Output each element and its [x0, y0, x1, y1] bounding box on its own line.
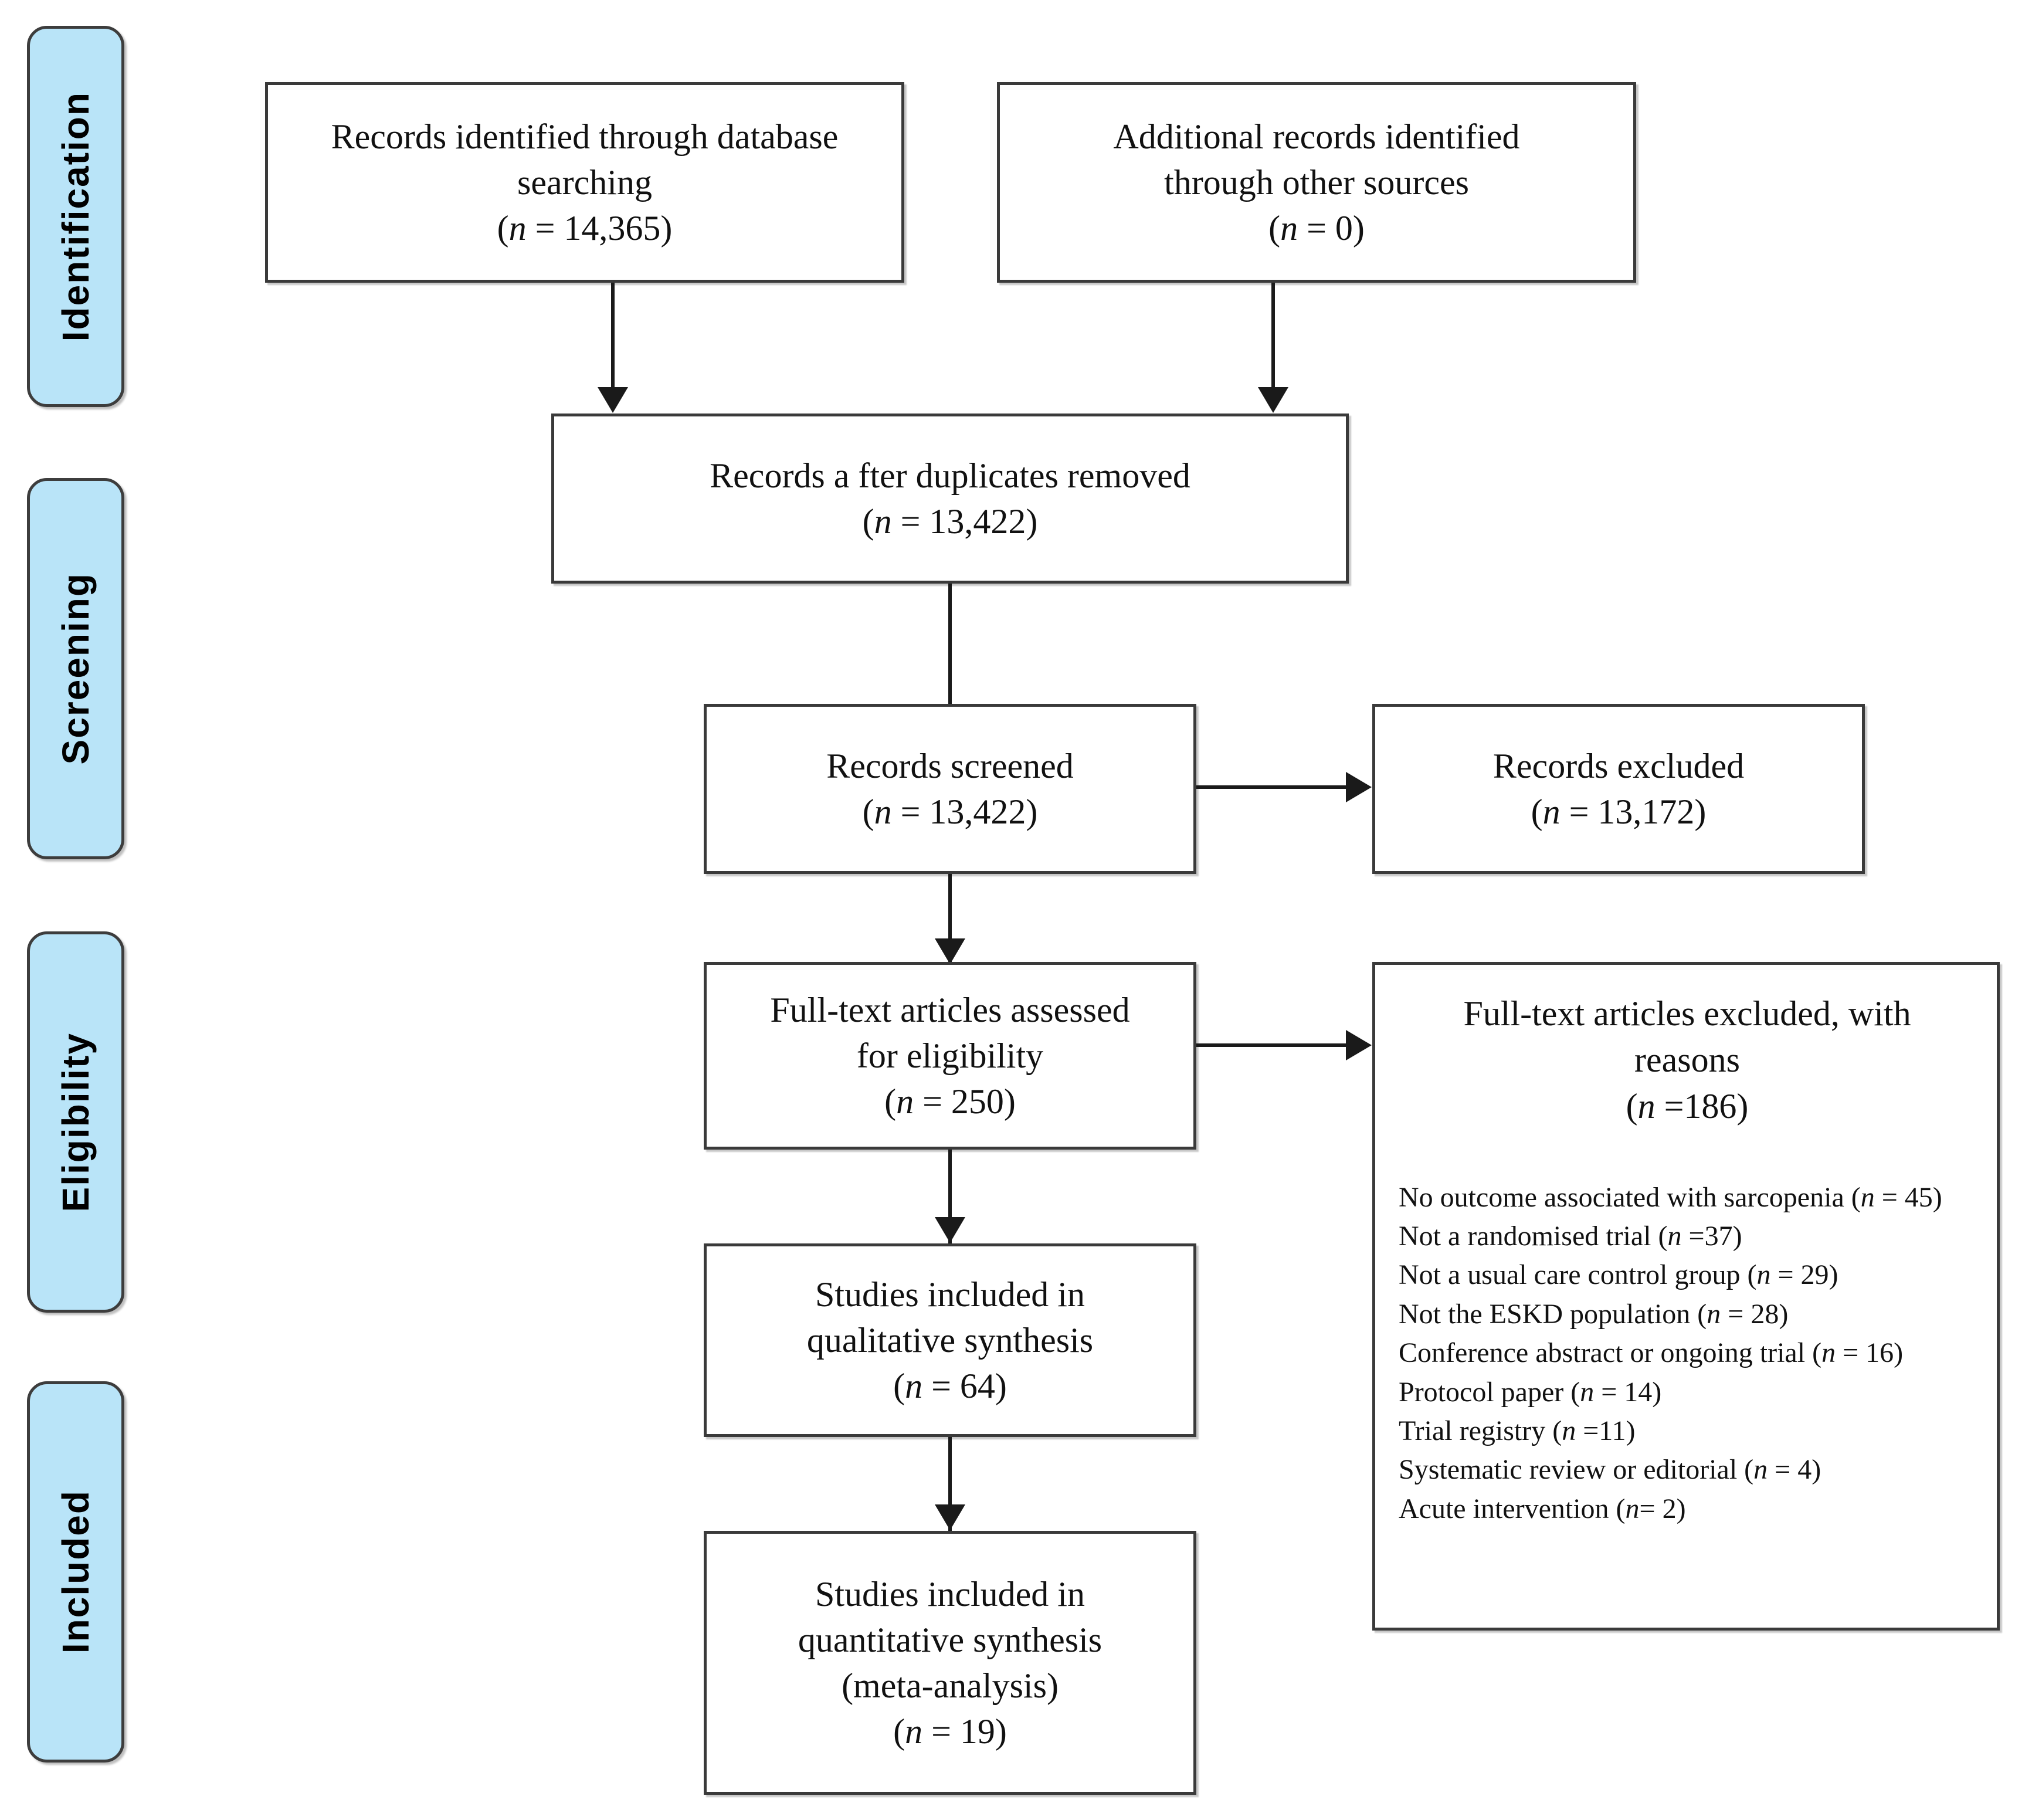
arrowhead-fulltext-to-qualitative — [935, 1217, 965, 1243]
box-fulltext-excluded-count: (n =186) — [1626, 1087, 1749, 1126]
connector-fulltext-to-qualitative — [948, 1150, 952, 1252]
exclusion-reason-item: Systematic review or editorial (n = 4) — [1399, 1454, 1821, 1486]
arrowhead-fulltext-to-excluded-reasons — [1346, 1030, 1372, 1060]
box-fulltext-assessed-line-1: Full-text articles assessed — [770, 991, 1130, 1029]
connector-qualitative-to-quantitative — [948, 1437, 952, 1540]
stage-tab-identification-label: Identification — [55, 91, 97, 342]
box-fulltext-assessed-count: (n = 250) — [884, 1082, 1016, 1121]
stage-tab-screening: Screening — [27, 478, 124, 859]
arrowhead-screened-to-excluded — [1346, 772, 1372, 802]
box-database-search-line-1: Records identified through database — [331, 117, 839, 156]
box-duplicates-removed-line-1: Records a fter duplicates removed — [710, 456, 1190, 495]
box-quantitative-line-1: Studies included in — [815, 1575, 1085, 1614]
box-records-identified-database: Records identified through database sear… — [265, 82, 904, 283]
box-qualitative-count: (n = 64) — [893, 1367, 1007, 1405]
exclusion-reason-item: Not a usual care control group (n = 29) — [1399, 1259, 1838, 1291]
connector-fulltext-to-excluded-reasons — [1196, 1043, 1366, 1047]
box-quantitative-line-3: (meta-analysis) — [842, 1666, 1059, 1705]
stage-tab-identification: Identification — [27, 26, 124, 407]
box-qualitative-line-2: qualitative synthesis — [806, 1321, 1094, 1360]
box-database-search-count: (n = 14,365) — [497, 209, 673, 248]
box-duplicates-removed-count: (n = 13,422) — [862, 502, 1038, 541]
stage-tab-screening-label: Screening — [55, 572, 97, 765]
stage-tab-included: Included — [27, 1381, 124, 1763]
arrowhead-qualitative-to-quantitative — [935, 1504, 965, 1530]
box-records-screened-line-1: Records screened — [826, 747, 1074, 785]
exclusion-reason-item: Not the ESKD population (n = 28) — [1399, 1298, 1789, 1330]
box-fulltext-assessed-line-2: for eligibility — [856, 1036, 1044, 1075]
connector-screened-to-fulltext — [948, 874, 952, 974]
arrowhead-database-to-duplicates — [598, 387, 628, 413]
box-records-screened-count: (n = 13,422) — [862, 792, 1038, 831]
exclusion-reason-item: Protocol paper (n = 14) — [1399, 1376, 1662, 1408]
box-quantitative-line-2: quantitative synthesis — [798, 1621, 1102, 1659]
stage-tab-eligibility-label: Eligibility — [55, 1032, 97, 1212]
box-other-sources-line-1: Additional records identified — [1113, 117, 1520, 156]
box-records-after-duplicates-removed: Records a fter duplicates removed (n = 1… — [551, 414, 1349, 584]
box-additional-records-other-sources: Additional records identified through ot… — [997, 82, 1636, 283]
exclusion-reason-item: Not a randomised trial (n =37) — [1399, 1220, 1742, 1252]
box-records-excluded-line-1: Records excluded — [1492, 747, 1745, 785]
arrowhead-screened-to-fulltext — [935, 938, 965, 964]
box-qualitative-line-1: Studies included in — [815, 1275, 1085, 1314]
box-other-sources-count: (n = 0) — [1268, 209, 1365, 248]
box-quantitative-count: (n = 19) — [893, 1712, 1007, 1751]
box-fulltext-excluded-line-2: reasons — [1634, 1041, 1740, 1080]
connector-duplicates-to-screened — [948, 584, 952, 718]
box-fulltext-excluded-line-1: Full-text articles excluded, with — [1463, 994, 1911, 1033]
box-studies-qualitative-synthesis: Studies included in qualitative synthesi… — [704, 1243, 1196, 1437]
arrowhead-other-sources-to-duplicates — [1258, 387, 1288, 413]
stage-tab-included-label: Included — [55, 1490, 97, 1654]
box-database-search-line-2: searching — [517, 163, 652, 202]
box-fulltext-assessed-eligibility: Full-text articles assessed for eligibil… — [704, 962, 1196, 1150]
box-records-excluded: Records excluded (n = 13,172) — [1372, 704, 1865, 874]
box-studies-quantitative-synthesis: Studies included in quantitative synthes… — [704, 1531, 1196, 1795]
stage-tab-eligibility: Eligibility — [27, 931, 124, 1313]
box-other-sources-line-2: through other sources — [1164, 163, 1469, 202]
exclusion-reason-item: Trial registry (n =11) — [1399, 1415, 1636, 1446]
box-records-excluded-count: (n = 13,172) — [1531, 792, 1707, 831]
connector-other-sources-to-duplicates — [1271, 283, 1275, 395]
connector-screened-to-excluded — [1196, 785, 1366, 789]
box-records-screened: Records screened (n = 13,422) — [704, 704, 1196, 874]
box-fulltext-excluded-header: Full-text articles excluded, with reason… — [1399, 991, 1976, 1130]
exclusion-reason-item: Acute intervention (n= 2) — [1399, 1493, 1686, 1524]
exclusion-reason-item: No outcome associated with sarcopenia (n… — [1399, 1181, 1942, 1213]
connector-database-to-duplicates — [611, 283, 615, 395]
box-fulltext-excluded-with-reasons: Full-text articles excluded, with reason… — [1372, 962, 2000, 1631]
exclusion-reason-list: No outcome associated with sarcopenia (n… — [1399, 1180, 1976, 1528]
exclusion-reason-item: Conference abstract or ongoing trial (n … — [1399, 1337, 1904, 1369]
